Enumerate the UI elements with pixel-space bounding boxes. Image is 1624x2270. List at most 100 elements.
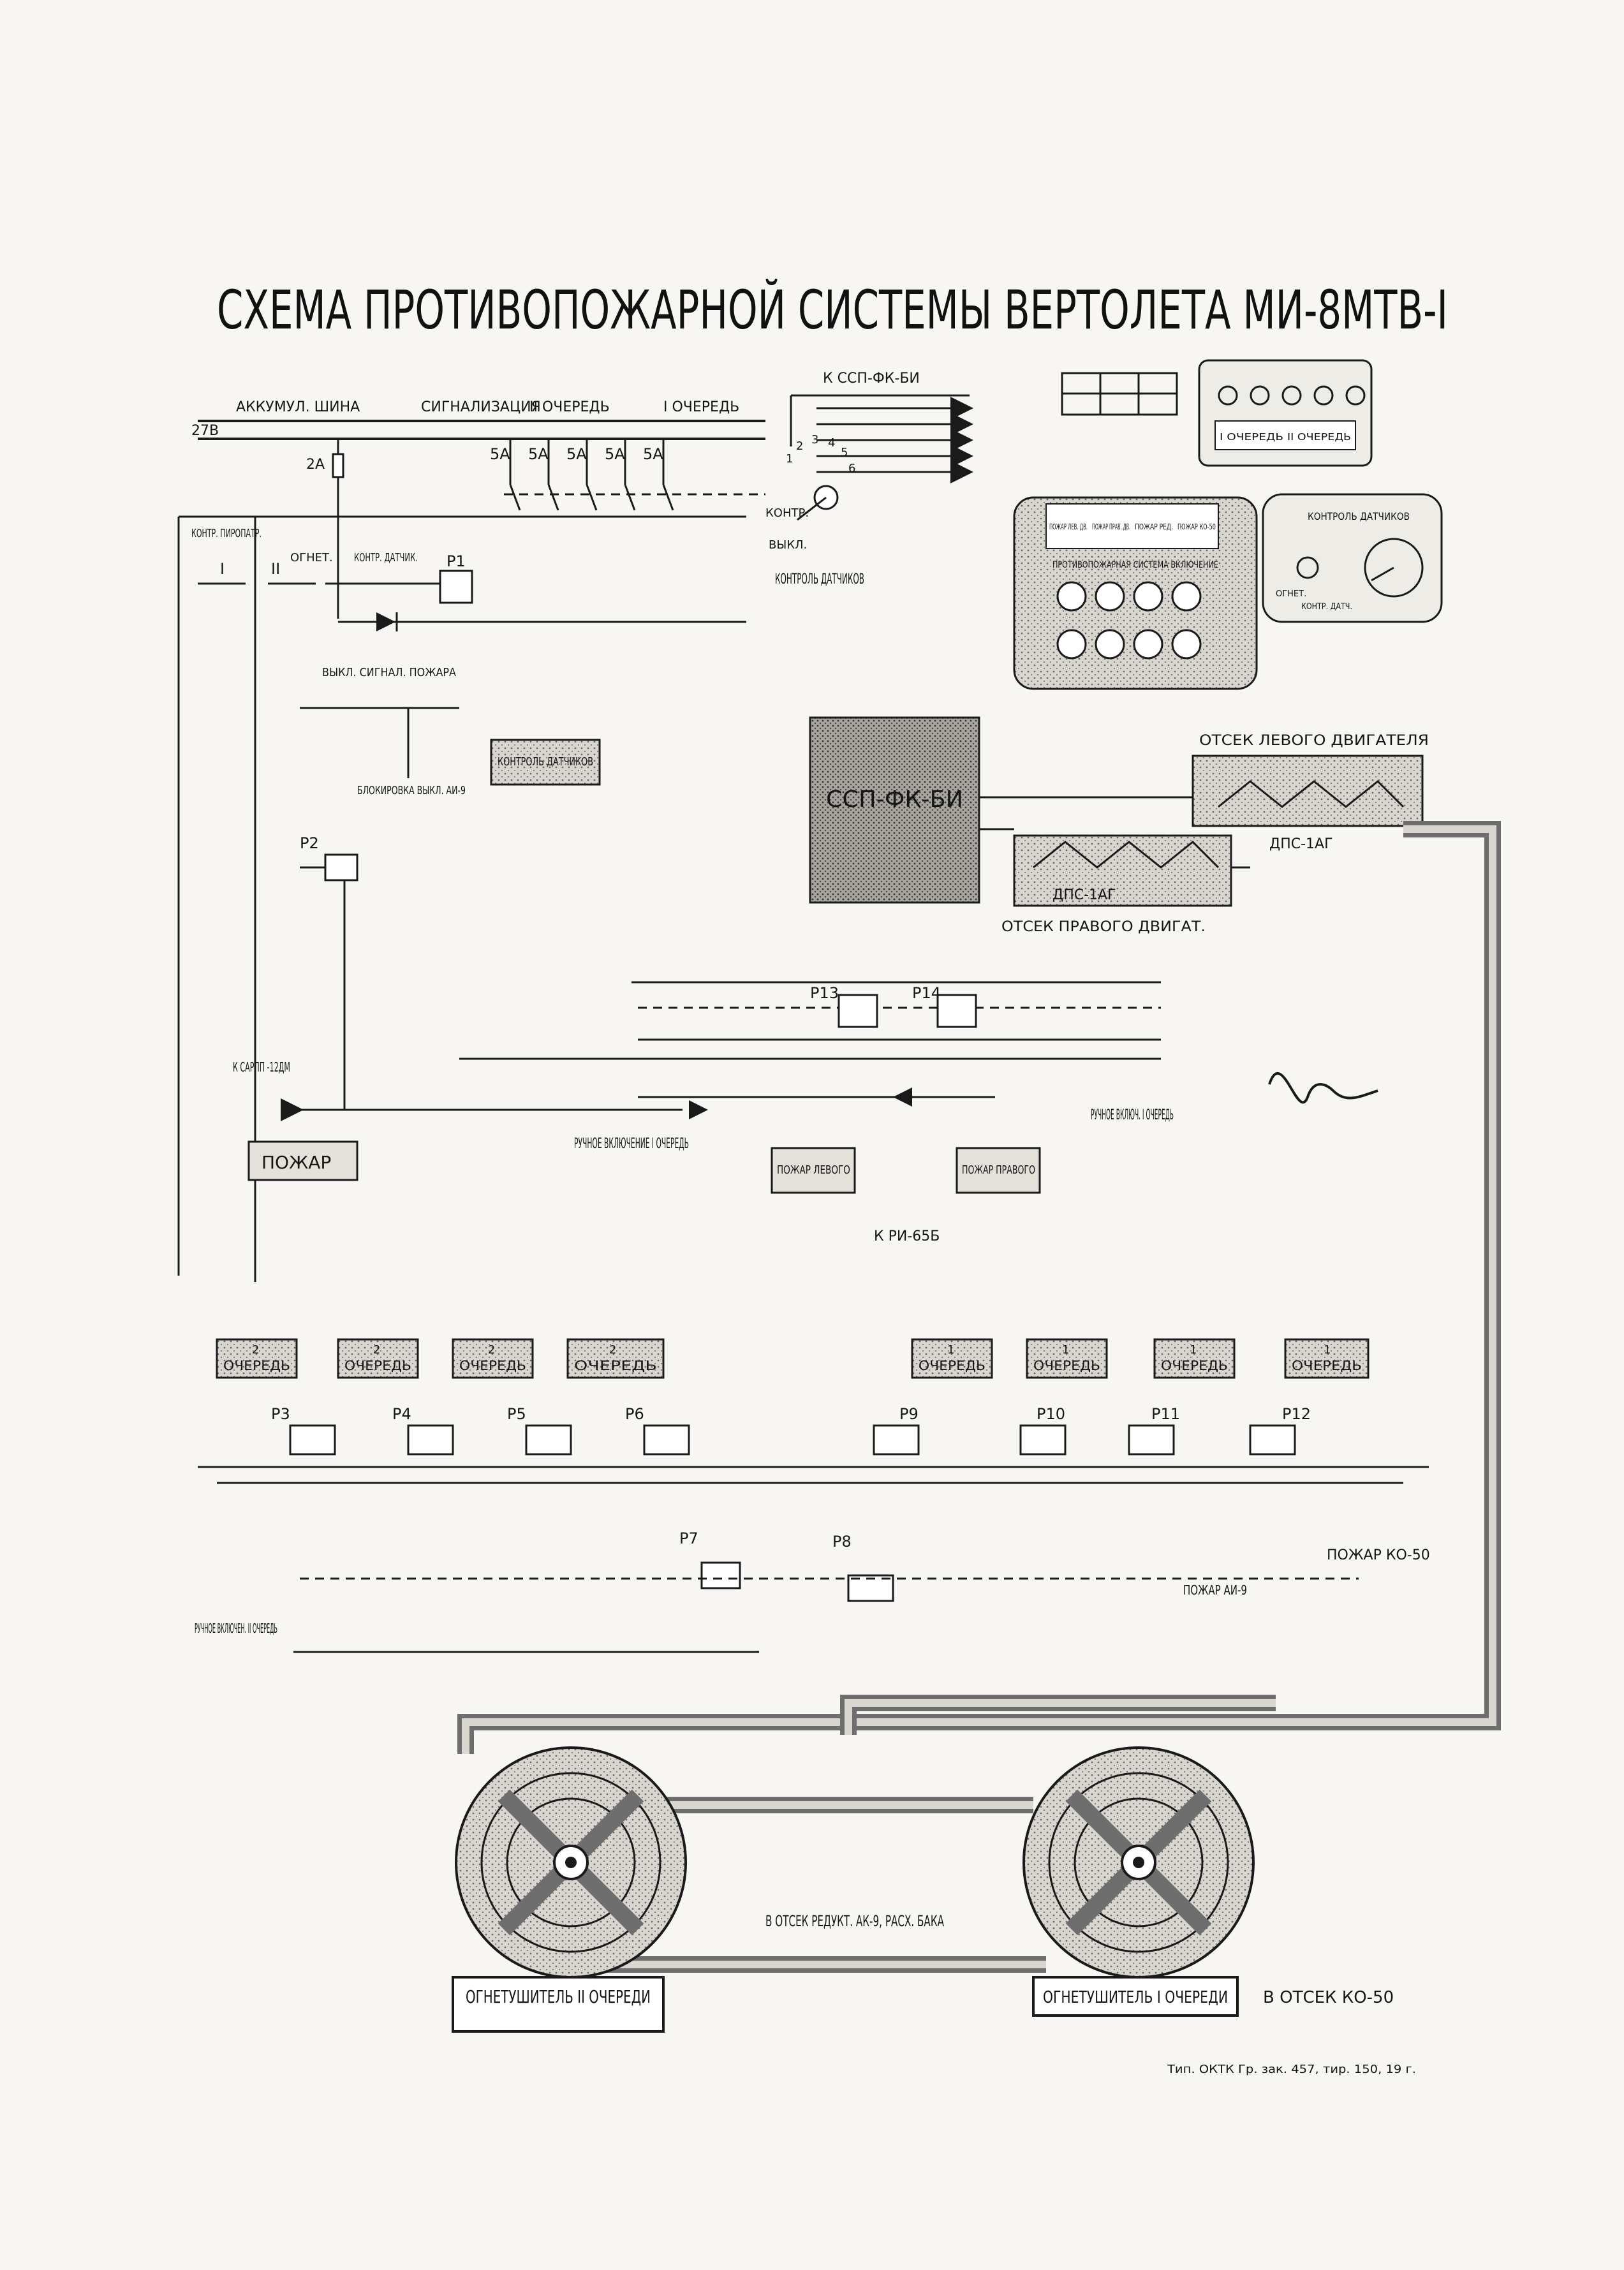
queue-left-2-num: 2 — [373, 1343, 380, 1357]
fuse-5a-label-4: 5А — [605, 445, 625, 463]
kontrol-datchikov-label: КОНТРОЛЬ ДАТЧИКОВ — [775, 571, 864, 587]
p7-label: Р7 — [679, 1529, 698, 1547]
fuse-5a-label-2: 5А — [528, 445, 549, 463]
sensor-control-box — [490, 739, 601, 786]
relay-p7 — [700, 1561, 741, 1589]
panel-c-title: ПРОТИВОПОЖАРНАЯ СИСТЕМА ВКЛЮЧЕНИЕ — [1052, 560, 1218, 570]
queue-left-2: 2 ОЧЕРЕДЬ Р4 — [337, 1338, 454, 1456]
extinguisher-q1: ОГНЕТУШИТЕЛЬ I ОЧЕРЕДИ — [1022, 1746, 1255, 2017]
queue-left-3-num: 2 — [488, 1343, 495, 1357]
p13-label: Р13 — [810, 984, 839, 1002]
queue-right-3: 1 ОЧЕРЕДЬ Р11 — [1128, 1338, 1236, 1456]
kontr-piropatr-label: КОНТР. ПИРОПАТР. — [191, 527, 262, 540]
signature — [1268, 1072, 1378, 1104]
queue-left-4-label: ОЧЕРЕДЬ — [574, 1358, 657, 1373]
queue-left-1-label: ОЧЕРЕДЬ — [223, 1358, 290, 1373]
queue-left-4-num: 2 — [609, 1343, 616, 1357]
extinguishant-pipes — [457, 821, 1501, 1973]
left-fire-lamp — [771, 1147, 856, 1194]
queue-left-2-label: ОЧЕРЕДЬ — [344, 1358, 411, 1373]
manual-q1-left-label: РУЧНОЕ ВКЛЮЧЕНИЕ I ОЧЕРЕДЬ — [574, 1136, 689, 1152]
relay-p1 — [439, 570, 473, 604]
panel-a — [1061, 372, 1178, 416]
panel-c-tab-2: ПОЖАР ПРАВ. ДВ. — [1092, 522, 1130, 531]
queue-right-2-label: ОЧЕРЕДЬ — [1033, 1358, 1100, 1373]
blokirovka-label: БЛОКИРОВКА ВЫКЛ. АИ-9 — [357, 784, 466, 797]
selector-pos-1: 1 — [786, 452, 793, 466]
lower-relay-group: Р7 Р8 ПОЖАР КО-50 ПОЖАР АИ-9 РУЧНОЕ ВКЛЮ… — [195, 1529, 1430, 1653]
queue-right-4-num: 1 — [1324, 1343, 1331, 1357]
sensor-control-box-label: КОНТРОЛЬ ДАТЧИКОВ — [498, 755, 593, 769]
ssp-fk-bi-label: ССП-ФК-БИ — [826, 786, 963, 813]
panel-d-sub-1: ОГНЕТ. — [1276, 589, 1306, 599]
right-fire-lamp — [956, 1147, 1041, 1194]
fire-warning-lamp — [247, 1140, 358, 1181]
to-ssp-label: К ССП-ФК-БИ — [823, 371, 920, 387]
p8-label: Р8 — [832, 1533, 852, 1551]
relay-p6 — [643, 1424, 690, 1456]
queue-right-1-num: 1 — [947, 1343, 954, 1357]
p14-label: Р14 — [912, 984, 941, 1002]
ko50-bay-label: В ОТСЕК КО-50 — [1263, 1988, 1394, 2007]
queue-left-1-num: 2 — [252, 1343, 259, 1357]
relay-p2 — [324, 853, 358, 881]
panel-c-tab-4: ПОЖАР КО-50 — [1177, 522, 1216, 531]
queue-left-3: 2 ОЧЕРЕДЬ Р5 — [452, 1338, 572, 1456]
dps-left-label: ДПС-1АГ — [1269, 836, 1333, 852]
fuse-2a: 2А — [306, 439, 344, 619]
queue-right-1: 1 ОЧЕРЕДЬ Р9 — [873, 1338, 993, 1456]
queue-left-4: 2 ОЧЕРЕДЬ Р6 — [566, 1338, 690, 1456]
roman-2-label: II — [271, 560, 280, 578]
print-footer: Тип. ОКТК Гр. зак. 457, тир. 150, 19 г. — [1167, 2063, 1416, 2076]
p9-label: Р9 — [899, 1405, 919, 1423]
diode-d1 — [376, 612, 395, 631]
to-ssp-connector: К ССП-ФК-БИ — [790, 371, 973, 483]
relay-p4 — [407, 1424, 454, 1456]
left-engine-bay: ОТСЕК ЛЕВОГО ДВИГАТЕЛЯ ДПС-1АГ — [1192, 733, 1429, 852]
queue-right-2-num: 1 — [1062, 1343, 1069, 1357]
fuse-5a-label-3: 5А — [566, 445, 587, 463]
p1-label: Р1 — [447, 552, 466, 570]
relay-p9 — [873, 1424, 920, 1456]
panel-b-label-1: I ОЧЕРЕДЬ — [1220, 431, 1283, 443]
panel-d-sub-2: КОНТР. ДАТЧ. — [1301, 602, 1352, 612]
diode-d2 — [893, 1087, 912, 1107]
p6-label: Р6 — [625, 1405, 644, 1423]
dps-right-label: ДПС-1АГ — [1052, 887, 1116, 903]
relay-p5 — [525, 1424, 572, 1456]
left-fire-label: ПОЖАР ЛЕВОГО — [777, 1163, 850, 1177]
p4-label: Р4 — [392, 1405, 411, 1423]
sensor-test-selector[interactable]: 1 2 3 4 5 6 КОНТР. ВЫКЛ. КОНТРОЛЬ ДАТЧИК… — [765, 433, 864, 587]
right-engine-bay: ДПС-1АГ ОТСЕК ПРАВОГО ДВИГАТ. — [1001, 834, 1232, 935]
right-fire-label: ПОЖАР ПРАВОГО — [962, 1163, 1035, 1177]
pozhar-ai9-label: ПОЖАР АИ-9 — [1183, 1582, 1247, 1598]
relay-bank-middle: Р13 Р14 — [459, 981, 1161, 1119]
accumulator-bus: АККУМУЛ. ШИНА 27В СИГНАЛИЗАЦИЯ II ОЧЕРЕД… — [191, 399, 765, 440]
panel-b: I ОЧЕРЕДЬ II ОЧЕРЕДЬ — [1198, 359, 1373, 467]
queue-right-4: 1 ОЧЕРЕДЬ Р12 — [1249, 1338, 1369, 1456]
queue-right-3-label: ОЧЕРЕДЬ — [1161, 1358, 1228, 1373]
panel-b-label-2: II ОЧЕРЕДЬ — [1287, 431, 1351, 443]
queue-right-3-num: 1 — [1190, 1343, 1197, 1357]
ogneti-label: ОГНЕТ. — [290, 551, 333, 564]
extinguisher-q2-label: ОГНЕТУШИТЕЛЬ II ОЧЕРЕДИ — [466, 1986, 651, 2007]
fuse-5a-label-1: 5А — [490, 445, 510, 463]
diagram-title: СХЕМА ПРОТИВОПОЖАРНОЙ СИСТЕМЫ ВЕРТОЛЕТА … — [217, 279, 1448, 341]
queue-left-3-label: ОЧЕРЕДЬ — [459, 1358, 526, 1373]
bus-q1-label: I ОЧЕРЕДЬ — [663, 399, 739, 415]
panel-d: КОНТРОЛЬ ДАТЧИКОВ ОГНЕТ. КОНТР. ДАТЧ. — [1262, 493, 1443, 623]
queue-right-1-label: ОЧЕРЕДЬ — [919, 1358, 985, 1373]
panel-d-title: КОНТРОЛЬ ДАТЧИКОВ — [1308, 510, 1410, 522]
fuse-5a-label-5: 5А — [643, 445, 663, 463]
panel-c-tab-1: ПОЖАР ЛЕВ. ДВ. — [1049, 522, 1088, 531]
bus-voltage-label: 27В — [191, 423, 219, 439]
relay-p3 — [289, 1424, 336, 1456]
left-engine-label: ОТСЕК ЛЕВОГО ДВИГАТЕЛЯ — [1199, 733, 1429, 749]
diode-d3 — [689, 1100, 708, 1119]
selector-pos-6: 6 — [848, 462, 855, 475]
fire-warning-label: ПОЖАР — [262, 1152, 331, 1173]
k-sarpp-label: К САРПП -12ДМ — [233, 1059, 290, 1075]
relay-p8 — [847, 1574, 894, 1602]
selector-pos-5: 5 — [841, 446, 848, 459]
